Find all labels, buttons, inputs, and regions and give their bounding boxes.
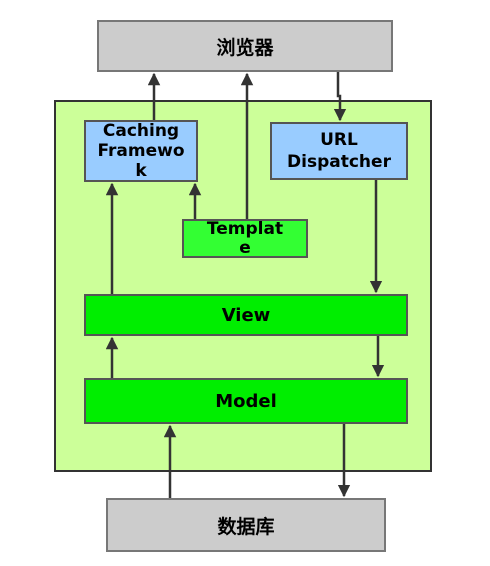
model-label: Model [215, 390, 277, 412]
url-dispatcher-node: URL Dispatcher [270, 122, 408, 180]
template-node: Templat e [182, 219, 308, 258]
caching-framework-node: Caching Framewo k [84, 120, 198, 182]
caching-framework-label: Caching Framewo k [97, 121, 185, 181]
view-label: View [221, 304, 271, 326]
view-node: View [84, 294, 408, 336]
browser-node: 浏览器 [97, 20, 393, 72]
browser-label: 浏览器 [216, 36, 274, 59]
template-label: Templat e [206, 218, 284, 258]
url-dispatcher-label: URL Dispatcher [287, 130, 391, 172]
database-node: 数据库 [106, 498, 386, 552]
model-node: Model [84, 378, 408, 424]
database-label: 数据库 [217, 515, 275, 538]
